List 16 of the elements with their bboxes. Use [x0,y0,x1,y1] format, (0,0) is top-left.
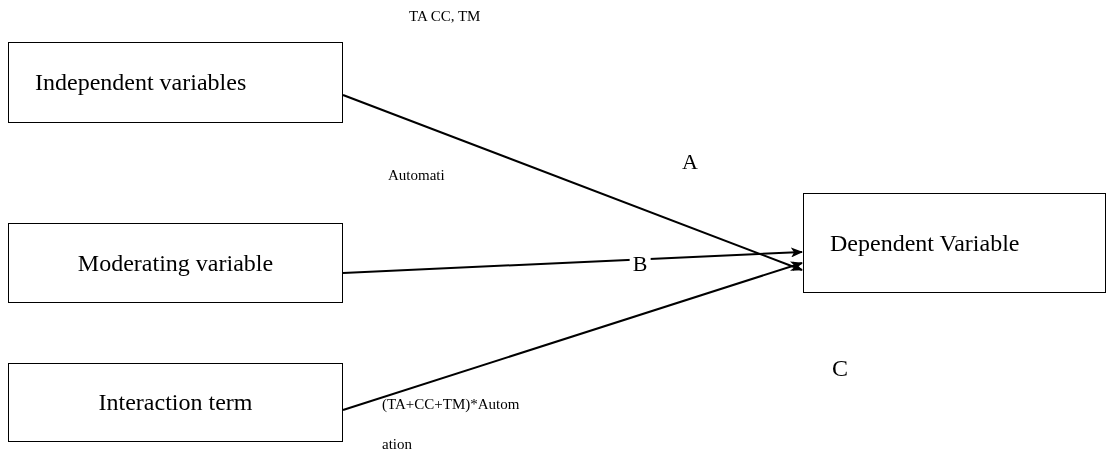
variable-box [8,223,343,303]
variable-box [803,193,1106,293]
box-label: Dependent Variable [830,229,1020,257]
arrow [342,94,803,271]
note-text: (TA+CC+TM)*Autom [382,396,520,413]
box-label: Interaction term [98,389,253,416]
note-text: TA CC, TM [409,8,481,25]
arrow [342,261,803,411]
variable-box [8,42,343,123]
arrow [342,247,803,274]
box-label: Independent variables [35,69,247,96]
note-text: C [832,355,848,382]
note-text: ation [382,436,412,453]
variable-box [8,363,343,442]
note-text: Automati [388,167,445,184]
box-label: Moderating variable [77,249,274,277]
